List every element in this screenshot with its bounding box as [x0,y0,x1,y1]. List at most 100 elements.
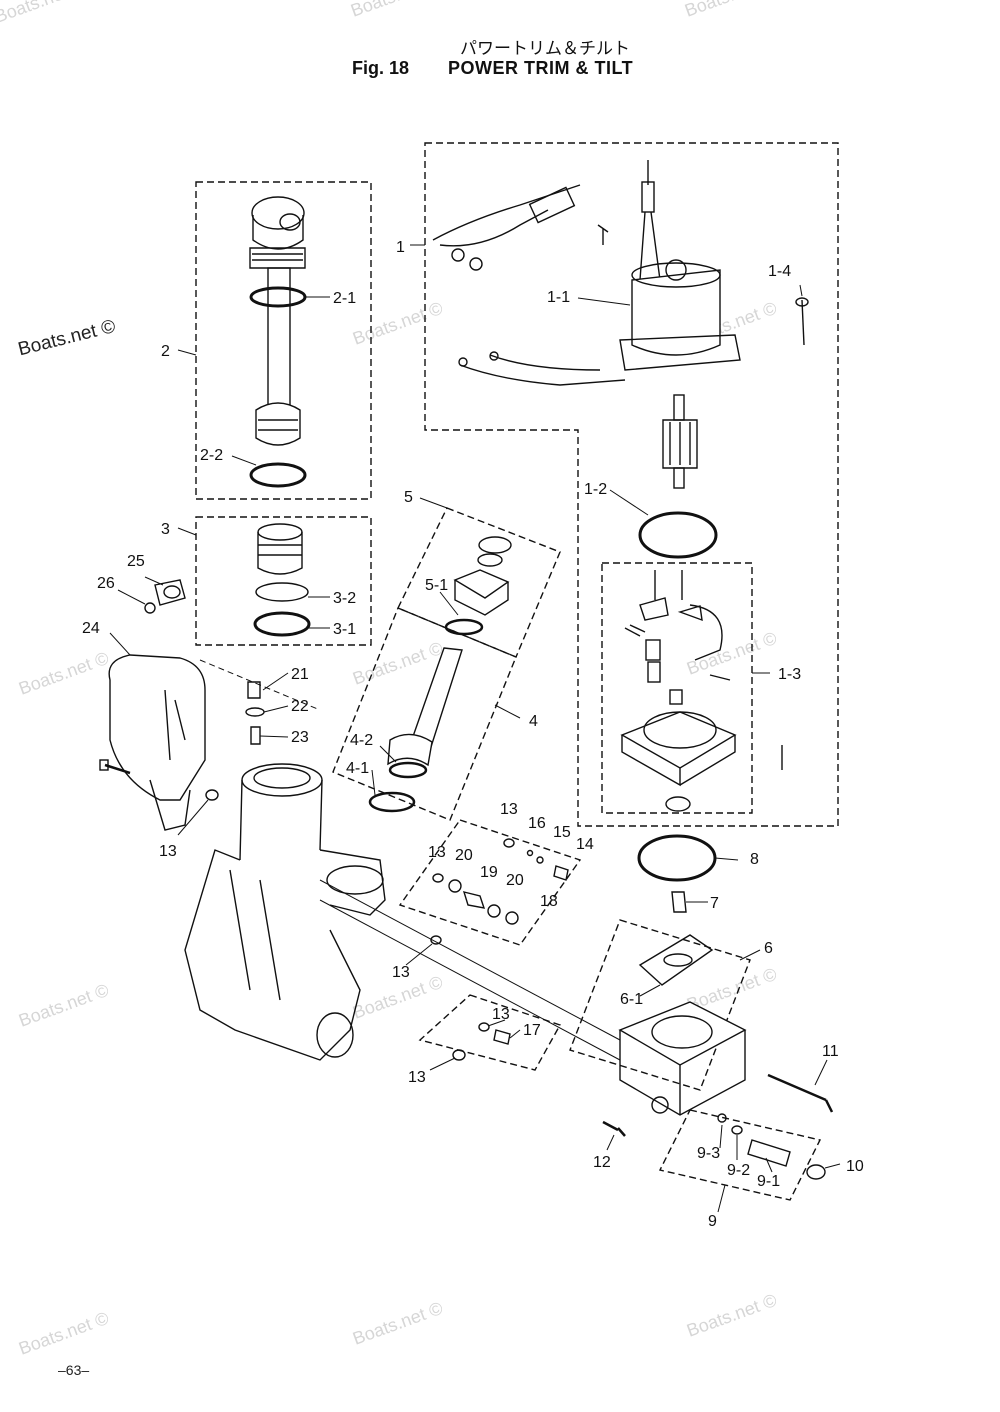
title-japanese: パワートリム＆チルト [460,39,630,59]
callout-3-1: 3-1 [333,621,356,638]
trim-ram-cap [453,536,512,616]
callout-19: 19 [480,864,498,881]
callout-11: 11 [822,1043,839,1060]
o-ring-13a [205,789,219,801]
tilt-ram-rod [249,196,306,446]
o-ring-4-2 [388,761,428,779]
callout-10: 10 [846,1158,864,1175]
group-2-outline [195,181,372,500]
brush-holder-assembly [620,570,783,812]
o-ring-2-2 [249,462,307,488]
callout-5-1: 5-1 [425,577,448,594]
callout-13: 13 [392,964,410,981]
part-17 [493,1029,511,1045]
callout-16: 16 [528,815,546,832]
callout-12: 12 [593,1154,611,1171]
callout-13: 13 [159,843,177,860]
callout-2-2: 2-2 [200,447,223,464]
callout-5: 5 [404,489,413,506]
o-ring-13f [452,1049,466,1061]
filter-7 [671,891,687,913]
callout-24: 24 [82,620,100,637]
callout-9-3: 9-3 [697,1145,720,1162]
callout-20: 20 [506,872,524,889]
group-3-outline [195,516,372,646]
callout-1-1: 1-1 [547,289,570,306]
callout-4-2: 4-2 [350,732,373,749]
bolt-11 [767,1073,834,1113]
group-1-3-outline [601,562,753,814]
o-ring-8 [637,834,717,882]
o-ring-1-2 [638,511,718,559]
armature [662,394,698,489]
callout-1-2: 1-2 [584,481,607,498]
callout-4-1: 4-1 [346,760,369,777]
o-ring-2-1 [249,286,307,308]
callout-13: 13 [500,801,518,818]
callout-9: 9 [708,1213,717,1230]
clamp-bracket-24 [108,654,206,831]
seal-20a [448,879,462,893]
leader-lines [109,244,841,1213]
callout-23: 23 [291,729,309,746]
callout-9-1: 9-1 [757,1173,780,1190]
callout-13: 13 [408,1069,426,1086]
o-ring-22 [245,707,265,717]
page-number-value: 63 [65,1362,82,1378]
callout-6: 6 [764,940,773,957]
group-14-15-outline [398,819,582,946]
motor-assembly [432,160,809,386]
figure-number: Fig. 18 [352,58,410,78]
o-ring-3-1 [253,611,311,637]
manual-valve-9 [717,1113,826,1180]
part-16 [526,849,534,857]
seal-20b [487,904,501,918]
group-9-outline [658,1109,822,1201]
callout-9-2: 9-2 [727,1162,750,1179]
bolt-24 [99,759,131,775]
callout-2: 2 [161,343,170,360]
part-15 [536,856,544,864]
group-6-outline [569,919,751,1091]
callout-22: 22 [291,698,309,715]
callout-8: 8 [750,851,759,868]
callout-4: 4 [529,713,538,730]
tilt-cylinder-body [184,659,621,1061]
trim-ram-rod [387,647,463,767]
group-1-outline [424,142,839,827]
callout-15: 15 [553,824,571,841]
callout-6-1: 6-1 [620,991,643,1008]
callout-3: 3 [161,521,170,538]
valve-23 [250,726,261,745]
plug-25 [154,579,186,606]
callout-7: 7 [710,895,719,912]
callout-2-1: 2-1 [333,290,356,307]
group-4-outline [332,607,517,821]
o-ring-26 [144,602,156,614]
page-number: –63– [58,1362,89,1378]
callout-14: 14 [576,836,594,853]
callout-1: 1 [396,239,405,256]
o-ring-13d [430,935,442,945]
callout-18: 18 [540,893,558,910]
callout-3-2: 3-2 [333,590,356,607]
callout-20: 20 [455,847,473,864]
o-ring-13c [432,873,444,883]
o-ring-13b [503,838,515,848]
o-ring-4-1 [368,791,416,813]
callout-1-4: 1-4 [768,263,791,280]
tilt-ram-piston [257,523,303,575]
callout-13: 13 [428,844,446,861]
callout-25: 25 [127,553,145,570]
o-ring-5-1 [444,618,484,636]
callout-21: 21 [291,666,309,683]
callout-26: 26 [97,575,115,592]
valve-19 [462,891,486,909]
group-17-outline [418,994,562,1071]
page-number-dash: – [58,1362,66,1378]
o-ring-3-2 [255,582,309,602]
callout-17: 17 [523,1022,541,1039]
pump-assembly [618,934,747,1116]
